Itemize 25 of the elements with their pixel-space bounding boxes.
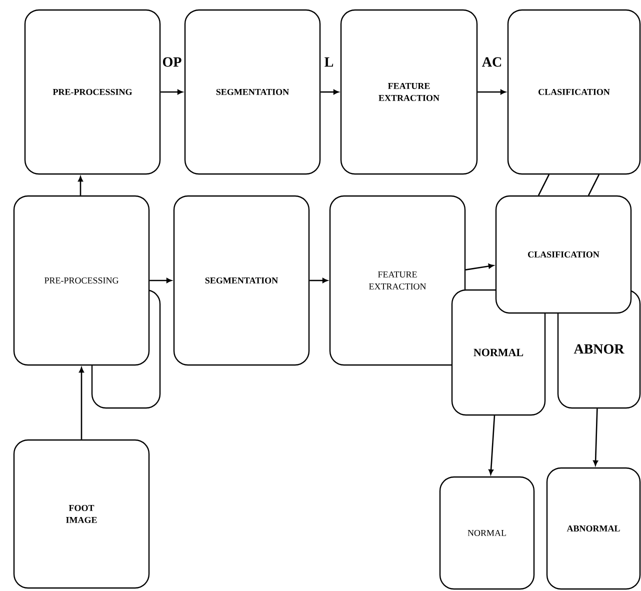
- arrow: [466, 264, 494, 270]
- process-box: CLASIFICATION: [495, 195, 632, 314]
- arrow: [593, 408, 598, 466]
- process-box: NORMAL: [451, 289, 546, 416]
- title-fragment: L: [324, 57, 334, 67]
- arrow: [488, 416, 496, 475]
- process-box: NORMAL: [439, 476, 535, 590]
- arrow: [310, 278, 328, 283]
- arrow: [79, 367, 84, 440]
- arrow: [320, 90, 339, 94]
- process-box: FOOT IMAGE: [13, 439, 150, 589]
- process-box: CLASIFICATION: [507, 9, 641, 175]
- process-box: ABNORMAL: [546, 467, 641, 590]
- arrow: [160, 90, 183, 94]
- process-box: FEATURE EXTRACTION: [340, 9, 478, 175]
- arrow: [78, 176, 83, 196]
- process-box: FEATURE EXTRACTION: [329, 195, 466, 366]
- arrow: [150, 278, 172, 283]
- title-fragment: OP: [162, 57, 182, 67]
- process-box: PRE-PROCESSING: [24, 9, 161, 175]
- title-fragment: AC: [482, 57, 502, 67]
- arrow: [478, 90, 506, 94]
- process-box: PRE-PROCESSING: [13, 195, 150, 366]
- process-box: SEGMENTATION: [173, 195, 310, 366]
- process-box: SEGMENTATION: [184, 9, 321, 175]
